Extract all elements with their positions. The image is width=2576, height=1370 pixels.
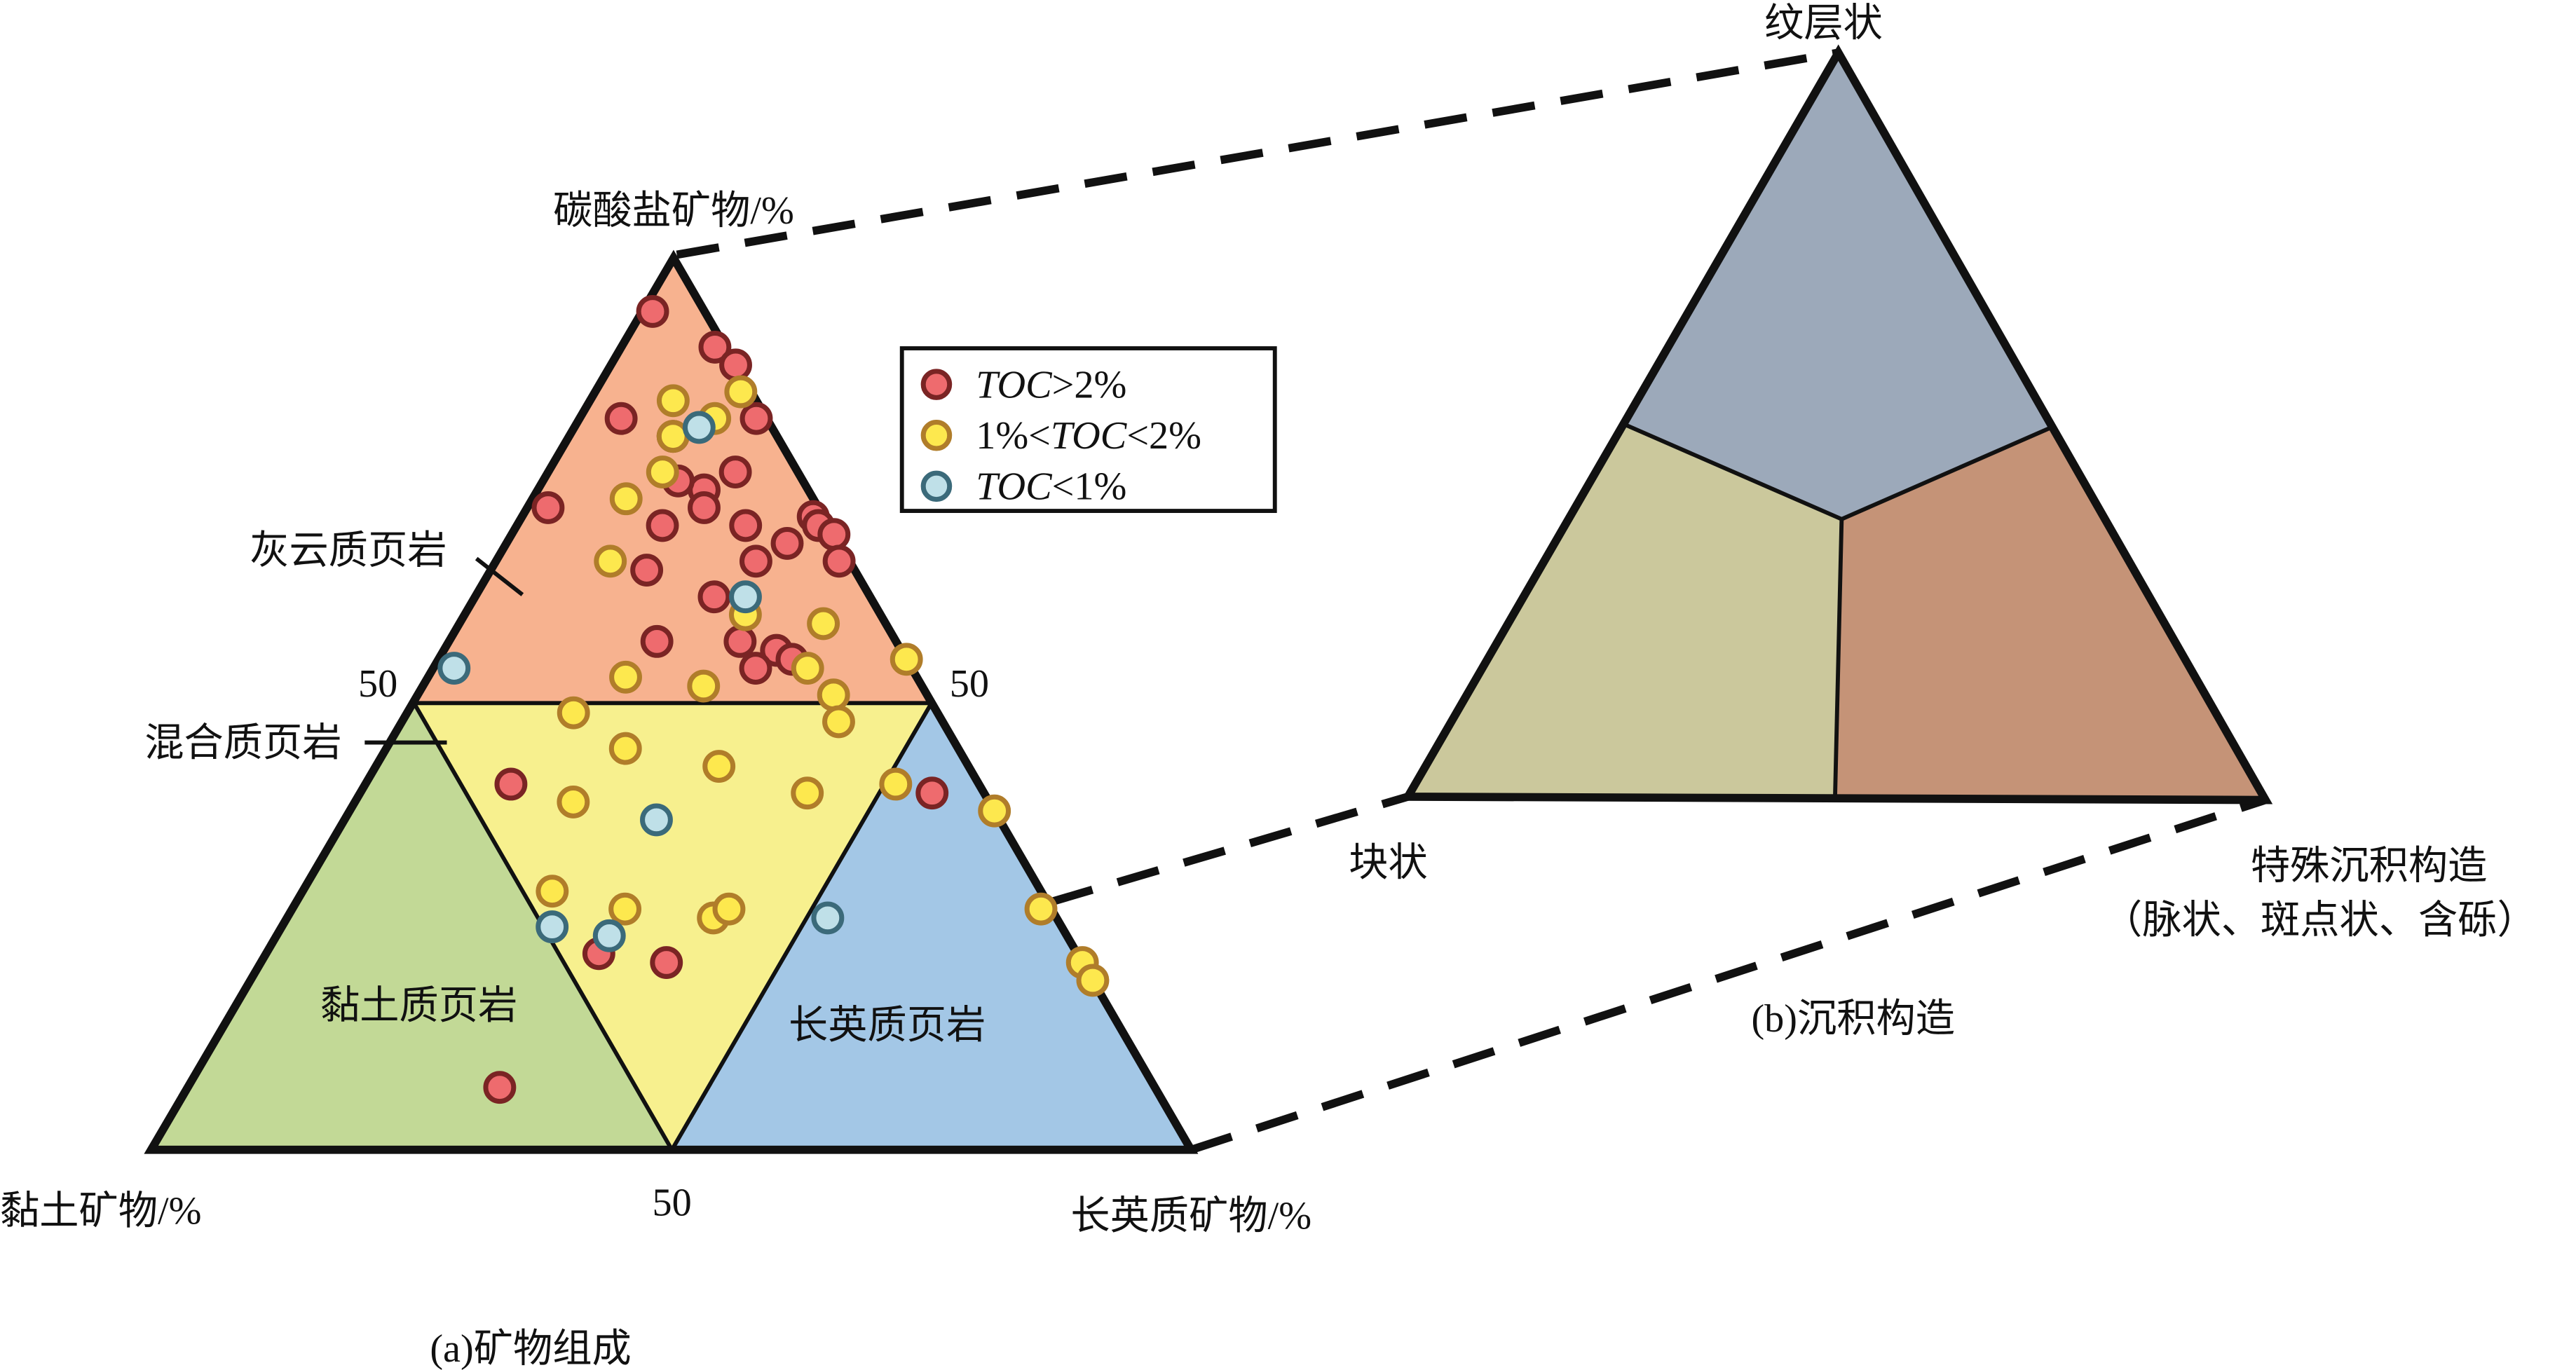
tick-right-50: 50 — [950, 662, 989, 706]
data-point-series-1 — [791, 776, 824, 810]
legend-label-toc-low: TOC<1% — [976, 465, 1126, 509]
data-point-series-2 — [536, 910, 569, 944]
data-point-series-0 — [915, 776, 949, 810]
data-point-series-0 — [630, 554, 664, 587]
field-laminated — [1623, 53, 2052, 519]
data-point-series-0 — [739, 652, 772, 685]
data-point-series-1 — [687, 669, 721, 703]
tick-bottom-50: 50 — [652, 1181, 691, 1225]
data-point-series-0 — [483, 1071, 517, 1104]
field-boundary — [1833, 519, 1844, 797]
data-point-series-0 — [494, 767, 528, 801]
data-point-series-0 — [640, 624, 674, 658]
data-point-series-1 — [608, 892, 642, 926]
field-clay-shale — [151, 703, 672, 1150]
axis-label-right: 长英质矿物/% — [1070, 1194, 1311, 1238]
leader-line — [475, 556, 524, 596]
data-point-series-0 — [729, 509, 763, 542]
field-label-felsic: 长英质页岩 — [789, 1003, 986, 1047]
data-point-series-0 — [740, 402, 773, 435]
data-point-series-0 — [718, 455, 752, 489]
data-point-series-0 — [650, 946, 683, 979]
data-point-series-1 — [594, 544, 627, 578]
field-label-clay: 黏土质页岩 — [320, 984, 517, 1027]
data-point-series-1 — [817, 678, 850, 712]
field-massive — [1408, 423, 1842, 797]
legend-box — [899, 346, 1277, 513]
vertex-label-special: 特殊沉积构造 — [2251, 844, 2488, 888]
field-boundary — [1622, 422, 1843, 521]
data-point-series-1 — [978, 794, 1011, 828]
vertex-label-laminated: 纹层状 — [1764, 2, 1883, 46]
data-point-series-2 — [640, 803, 673, 837]
data-point-series-1 — [609, 660, 642, 694]
data-point-series-1 — [536, 875, 569, 908]
data-point-series-1 — [1076, 964, 1110, 997]
data-point-series-0 — [697, 580, 731, 614]
field-boundary — [1841, 425, 2053, 521]
data-points — [437, 295, 1110, 1104]
data-point-series-0 — [698, 330, 732, 364]
legend-marker-toc-low — [920, 470, 953, 502]
data-point-series-0 — [531, 491, 565, 524]
data-point-series-1 — [608, 732, 642, 765]
ternary-outline — [1401, 44, 2273, 804]
field-felsic-shale — [672, 703, 1192, 1150]
data-point-series-2 — [437, 652, 471, 685]
axis-label-top: 碳酸盐矿物/% — [553, 189, 794, 233]
data-point-series-1 — [791, 652, 824, 685]
tick-left-50: 50 — [358, 662, 397, 706]
data-point-series-0 — [646, 509, 679, 542]
data-point-series-1 — [702, 750, 736, 783]
data-point-series-0 — [688, 491, 721, 524]
data-point-series-2 — [811, 901, 845, 935]
connector-bottom — [1190, 795, 2267, 1154]
legend-marker-toc-high — [920, 369, 953, 400]
data-point-series-0 — [636, 295, 669, 328]
data-point-series-1 — [822, 705, 855, 739]
data-point-series-0 — [719, 348, 752, 382]
data-point-series-0 — [817, 518, 851, 552]
data-point-series-2 — [729, 580, 762, 614]
data-point-series-1 — [712, 892, 746, 926]
legend-label-toc-mid: 1%<TOC<2% — [976, 414, 1201, 458]
data-point-series-1 — [724, 375, 758, 409]
data-point-series-0 — [739, 544, 772, 578]
data-point-series-2 — [592, 919, 626, 952]
chart-title-b: (b)沉积构造 — [1751, 997, 1955, 1041]
data-point-series-1 — [609, 482, 643, 516]
data-point-series-1 — [646, 455, 679, 489]
ternary-outline — [144, 249, 1199, 1154]
data-point-series-0 — [822, 544, 856, 578]
data-point-series-0 — [723, 624, 757, 658]
field-label-mixed: 混合质页岩 — [144, 721, 341, 765]
data-point-series-0 — [604, 402, 638, 435]
legend-marker-toc-mid — [920, 419, 953, 451]
chart-title-a: (a)矿物组成 — [430, 1327, 631, 1370]
field-mixed-shale — [414, 703, 932, 1150]
connector-lines — [676, 48, 2267, 1154]
data-point-series-1 — [656, 384, 690, 418]
mineral-ternary: 碳酸盐矿物/% 黏土矿物/% 长英质矿物/% 50 50 50 灰云质页岩 混合… — [0, 189, 1311, 1370]
data-point-series-0 — [770, 526, 804, 560]
connector-middle — [1050, 793, 1410, 906]
structure-ternary: 纹层状 块状 特殊沉积构造 （脉状、斑点状、含砾） (b)沉积构造 — [1349, 2, 2537, 1041]
data-point-series-1 — [557, 696, 590, 729]
axis-label-left: 黏土矿物/% — [0, 1189, 202, 1233]
data-point-series-1 — [890, 643, 923, 676]
data-point-series-1 — [1024, 892, 1058, 926]
connector-top — [676, 48, 1839, 259]
data-point-series-1 — [807, 607, 840, 641]
legend: TOC>2% 1%<TOC<2% TOC<1% — [899, 346, 1277, 513]
data-point-series-1 — [879, 767, 913, 801]
field-special-structure — [1834, 427, 2266, 800]
legend-label-toc-high: TOC>2% — [976, 363, 1126, 406]
vertex-label-special-detail: （脉状、斑点状、含砾） — [2103, 898, 2537, 942]
data-point-series-1 — [557, 786, 590, 818]
data-point-series-2 — [682, 411, 716, 444]
field-label-dolomitic: 灰云质页岩 — [250, 529, 447, 573]
vertex-label-massive: 块状 — [1349, 841, 1428, 884]
